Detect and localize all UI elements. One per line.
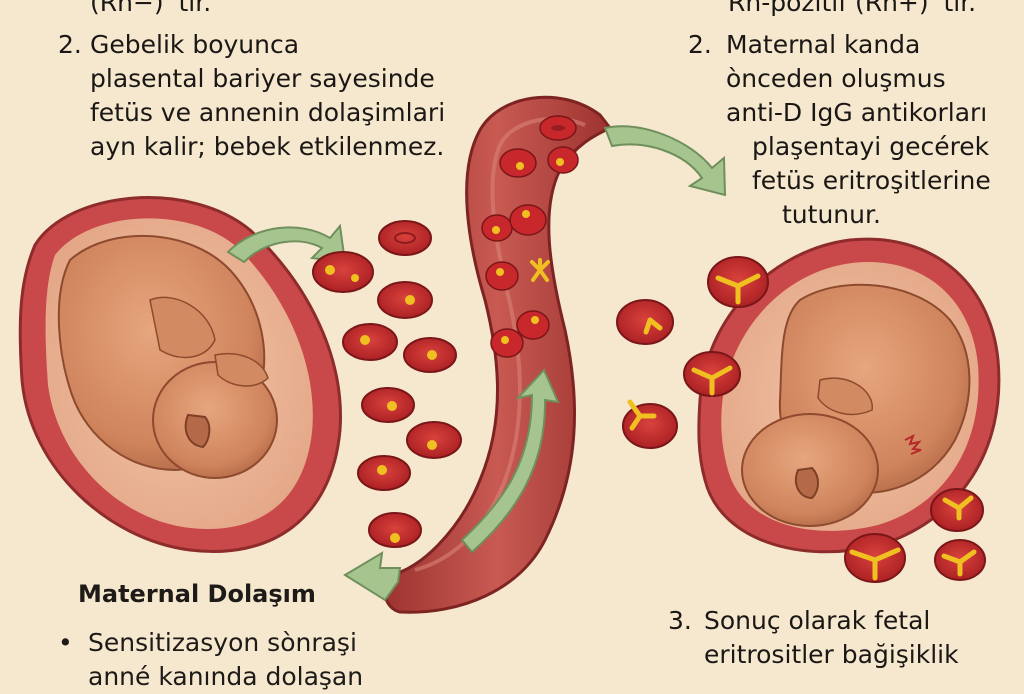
right-item-3-line: eritrositler bağişiklik — [704, 640, 959, 669]
rbc-cell — [481, 214, 513, 242]
right-item-2-line: fetüs eritroşitlerine — [752, 166, 991, 195]
ear-icon — [794, 466, 819, 500]
rbc-cell — [499, 148, 537, 178]
rbc-cell — [930, 488, 984, 532]
arrow-vessel-to-right-fetus — [603, 125, 727, 197]
rbc-cell — [934, 539, 986, 581]
rbc-cell — [368, 512, 422, 548]
right-cut-top-line: Rh-pozitif (Rh+) 'tir. — [728, 0, 977, 17]
rbc-group — [312, 220, 462, 548]
left-bullet-line: anné kanında dolaşan — [88, 662, 364, 691]
left-item-2-number: 2. — [58, 30, 82, 59]
illustration — [18, 95, 1001, 614]
rbc-cell — [539, 115, 577, 141]
rbc-cell — [707, 256, 769, 308]
antibody-icon — [530, 258, 550, 282]
left-item-2-line: plasental bariyer sayesinde — [90, 64, 435, 93]
rbc-cell — [361, 387, 415, 423]
antibody-coated-rbc-group — [616, 256, 986, 583]
ear-icon — [184, 413, 211, 449]
right-fetus — [741, 283, 971, 527]
left-bullet-line: Sensitizasyon sònraşi — [88, 628, 357, 657]
left-item-2-line: Gebelik boyunca — [90, 30, 300, 59]
right-item-2-line: ònceden oluşmus — [726, 64, 946, 93]
rbc-cell — [683, 351, 741, 397]
rbc-cell — [406, 421, 462, 459]
left-item-2-line: ayn kalir; bebek etkilenmez. — [90, 132, 445, 161]
section-heading-maternal: Maternal Dolaşım — [78, 580, 316, 608]
left-item-2-line: fetüs ve annenin dolaşimlari — [90, 98, 446, 127]
rbc-cell — [616, 299, 674, 345]
rbc-cell — [312, 251, 374, 293]
rbc-cell — [357, 455, 411, 491]
rbc-cell — [342, 323, 398, 361]
vessel-rbc-group — [481, 115, 579, 358]
right-item-2-number: 2. — [688, 30, 712, 59]
rbc-cell — [622, 399, 678, 449]
arrow-up-vessel — [460, 368, 560, 554]
rbc-cell — [516, 310, 550, 340]
right-item-2-line: Maternal kanda — [726, 30, 921, 59]
left-fetus — [57, 235, 278, 479]
left-cut-top-line: (Rh−) 'tir. — [90, 0, 212, 17]
rbc-cell — [403, 337, 457, 373]
right-item-2-line: anti-D IgG antikorları — [726, 98, 988, 127]
bullet-icon: • — [58, 628, 73, 657]
arrow-out-bottom-left — [343, 551, 402, 602]
right-item-3-line: Sonuç olarak fetal — [704, 606, 931, 635]
rbc-cell — [378, 220, 432, 256]
right-item-2-line: plaşentayi gecérek — [752, 132, 990, 161]
right-item-3-number: 3. — [668, 606, 692, 635]
rbc-cell — [485, 261, 519, 291]
rbc-cell — [490, 328, 524, 358]
right-item-2-line: tutunur. — [782, 200, 881, 229]
rbc-cell — [509, 204, 547, 236]
rbc-cell — [547, 146, 579, 174]
rbc-cell — [377, 281, 433, 319]
rbc-cell — [844, 533, 906, 583]
